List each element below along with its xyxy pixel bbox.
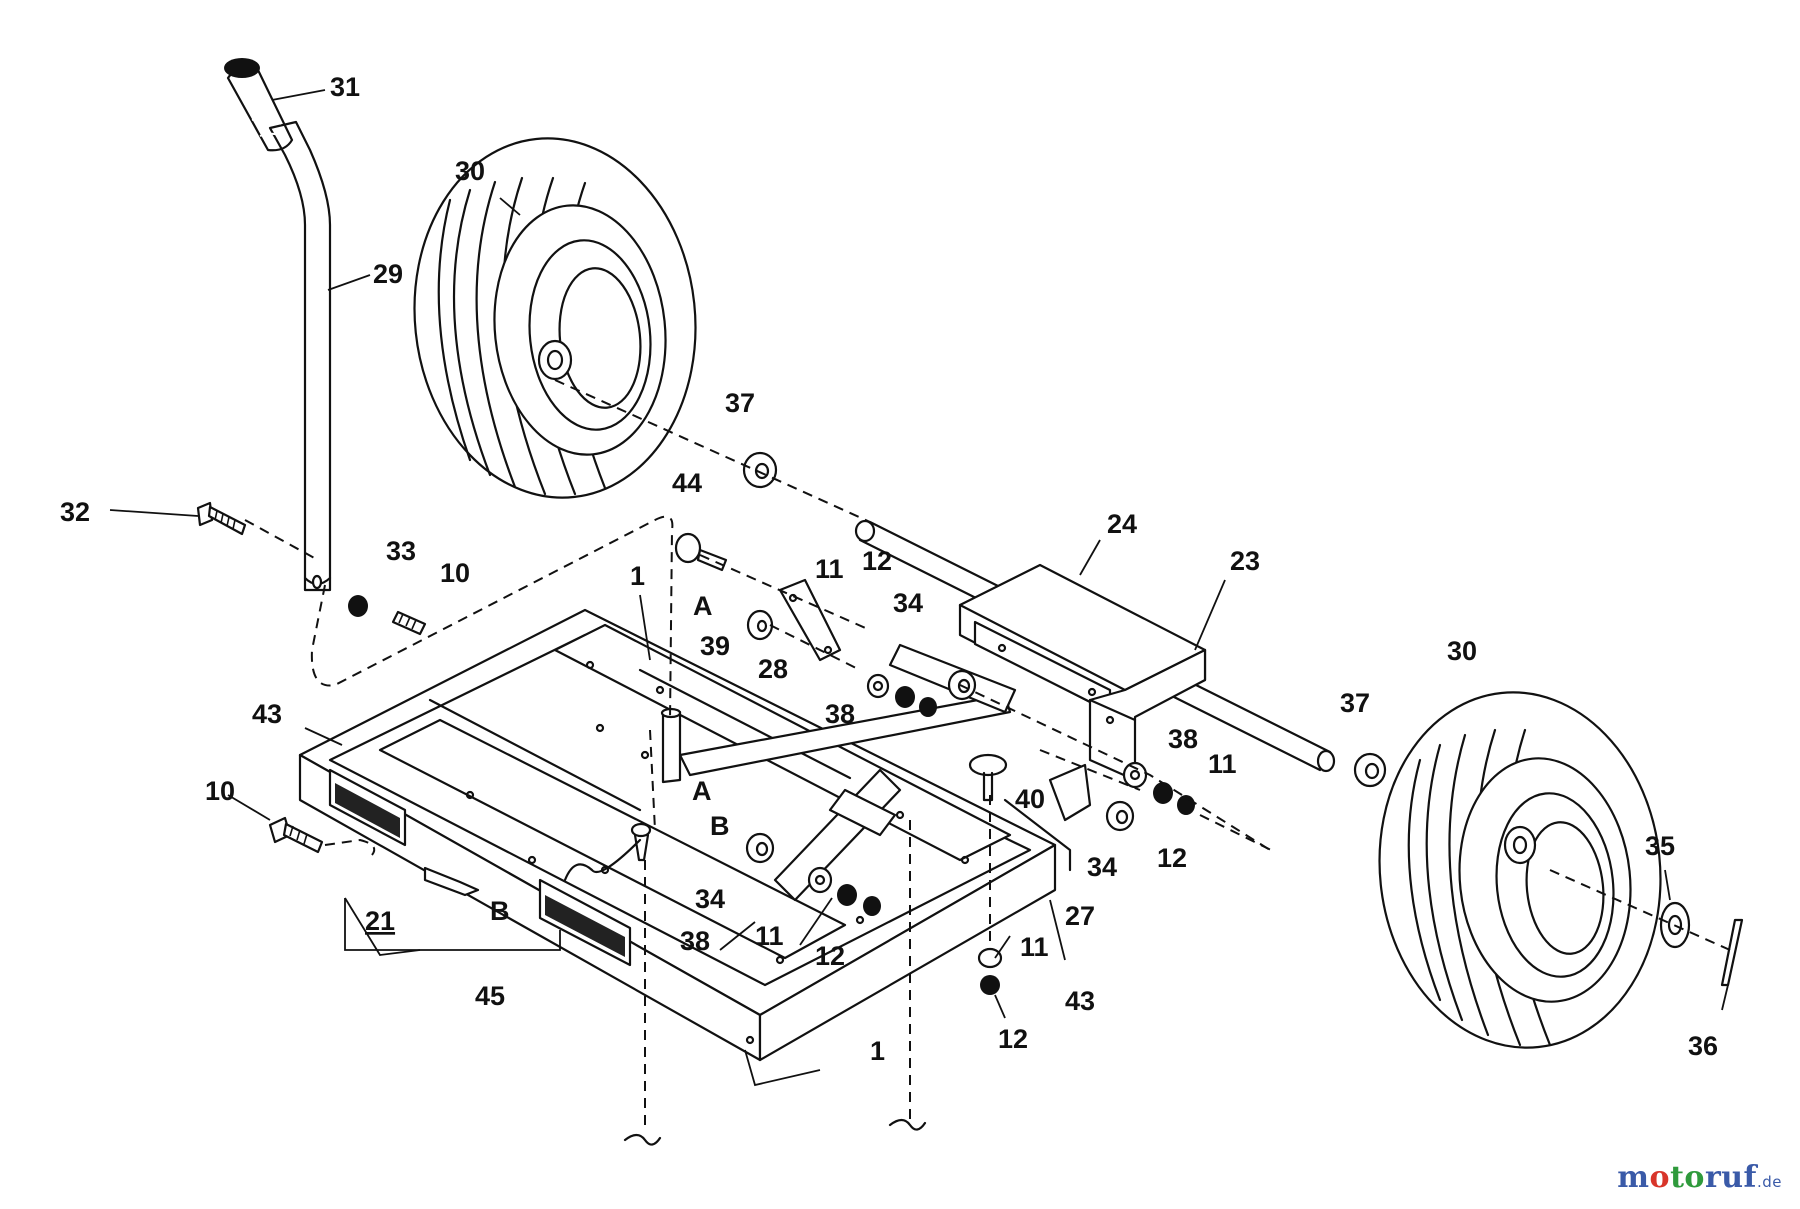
- handle-grip: [224, 58, 294, 152]
- callout-B-upper: B: [710, 811, 730, 841]
- callout-45: 45: [475, 981, 505, 1011]
- callout-34-upper: 34: [893, 588, 923, 618]
- callout-31: 31: [330, 72, 360, 102]
- callout-23: 23: [1230, 546, 1260, 576]
- wheel-right: [1378, 691, 1662, 1049]
- callout-34-lower: 34: [695, 884, 725, 914]
- callout-38-upper: 38: [825, 699, 855, 729]
- callout-44: 44: [672, 468, 702, 498]
- callout-38-lower: 38: [680, 926, 710, 956]
- callout-37-left: 37: [725, 388, 755, 418]
- callout-34-right: 34: [1087, 852, 1117, 882]
- callout-24: 24: [1107, 509, 1137, 539]
- site-watermark-logo: motoruf.de: [1617, 1160, 1782, 1195]
- callout-21: 21: [365, 906, 395, 936]
- assembly-lines: [244, 379, 1731, 1146]
- callout-B-lower: B: [490, 896, 510, 926]
- callout-A-lower: A: [692, 776, 712, 806]
- callout-12-bottom: 12: [998, 1024, 1028, 1054]
- callout-43-left: 43: [252, 699, 282, 729]
- callout-12-right: 12: [1157, 843, 1187, 873]
- callout-labels: 31 30 29 32 33 10 37 44 24 23 1 11 12 34…: [60, 72, 1718, 1066]
- callout-1-bottom: 1: [870, 1036, 885, 1066]
- callout-12-upper: 12: [862, 546, 892, 576]
- callout-33: 33: [386, 536, 416, 566]
- leader-lines: [109, 89, 1729, 1087]
- callout-1-top: 1: [630, 561, 645, 591]
- callout-32: 32: [60, 497, 90, 527]
- callout-39: 39: [700, 631, 730, 661]
- callout-37-right: 37: [1340, 688, 1370, 718]
- callout-A-upper: A: [693, 591, 713, 621]
- callout-11-lower: 11: [755, 921, 784, 951]
- callout-11-bottom: 11: [1020, 932, 1049, 962]
- callout-27: 27: [1065, 901, 1095, 931]
- callout-30-left: 30: [455, 156, 485, 186]
- callout-30-right: 30: [1447, 636, 1477, 666]
- callout-38-right: 38: [1168, 724, 1198, 754]
- wheel-left: [413, 137, 697, 499]
- callout-29: 29: [373, 259, 403, 289]
- callout-12-lower: 12: [815, 941, 845, 971]
- callout-10-lower: 10: [205, 776, 235, 806]
- callout-35: 35: [1645, 831, 1675, 861]
- callout-40: 40: [1015, 784, 1045, 814]
- callout-10-upper: 10: [440, 558, 470, 588]
- callout-11-upper: 11: [815, 554, 844, 584]
- callout-43-right: 43: [1065, 986, 1095, 1016]
- handle-assembly: [224, 58, 332, 592]
- callout-11-right: 11: [1208, 749, 1237, 779]
- callout-36: 36: [1688, 1031, 1718, 1061]
- callout-28: 28: [758, 654, 788, 684]
- axle-assembly: [854, 519, 1336, 782]
